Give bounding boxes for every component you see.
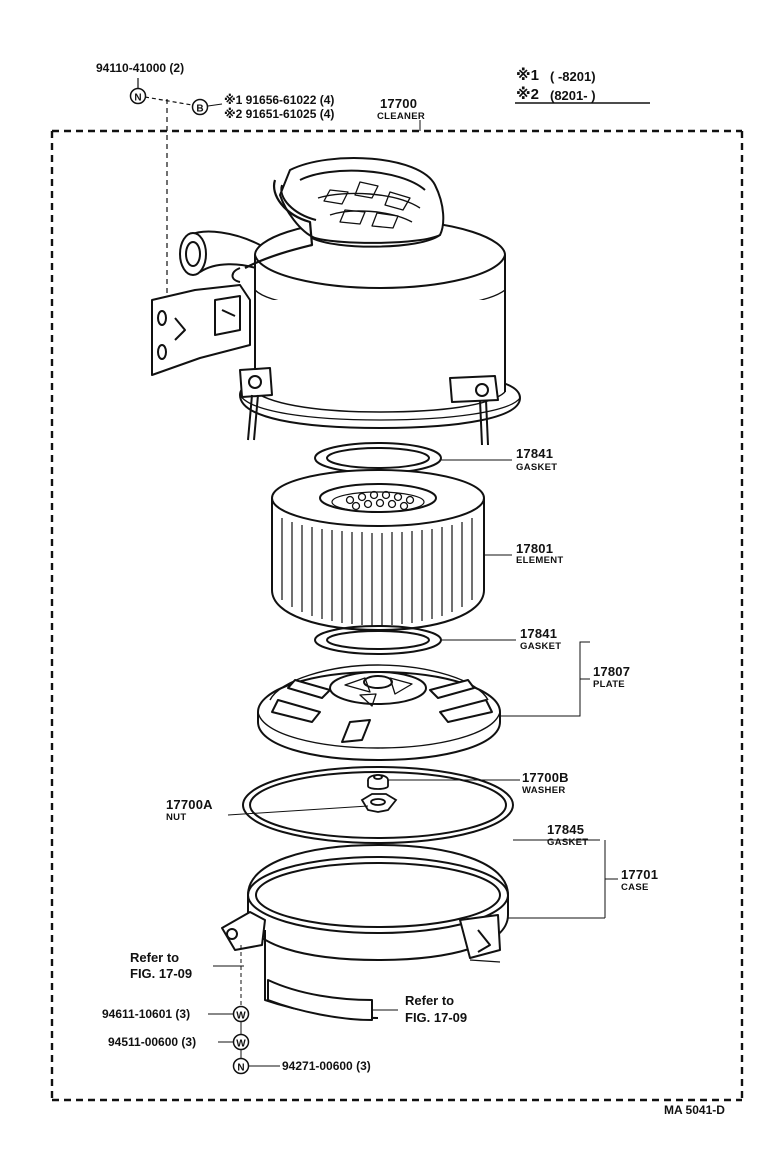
svg-text:W: W: [236, 1039, 246, 1050]
part-name-upper-gasket: GASKET: [516, 462, 558, 473]
assembly-name: CLEANER: [377, 111, 426, 122]
case-gasket-drawing: [242, 766, 514, 844]
part-name-lower-gasket: GASKET: [520, 641, 562, 652]
case-drawing: [221, 844, 509, 1021]
part-number-case-gasket: 17845: [547, 822, 585, 837]
figure-code: MA 5041-D: [664, 1103, 725, 1117]
refer-note-left-line2: FIG. 17-09: [130, 966, 193, 981]
part-number-case: 17701: [621, 867, 659, 882]
svg-text:W: W: [236, 1011, 246, 1022]
part-name-washer: WASHER: [522, 785, 566, 796]
washer-part-number-1: ※1 91656-61022 (4): [224, 93, 335, 107]
washer-symbol-icon: B: [191, 98, 209, 116]
part-name-case: CASE: [621, 882, 649, 893]
part-number-washer: 17700B: [522, 770, 569, 785]
nut-drawing: [360, 793, 398, 813]
washer-drawing: [367, 774, 389, 790]
part-name-element: ELEMENT: [516, 555, 564, 566]
refer-note-right-line1: Refer to: [405, 993, 455, 1008]
legend-row2-range: (8201- ): [550, 88, 596, 103]
refer-note-right-line2: FIG. 17-09: [405, 1010, 468, 1025]
cleaner-housing-drawing: [151, 157, 521, 446]
washer-w-icon-1: W: [232, 1005, 250, 1023]
legend-row1-range: ( -8201): [550, 69, 596, 84]
part-number-nut: 17700A: [166, 797, 213, 812]
bolt-symbol-icon: N: [129, 87, 147, 105]
bottom-part-number-3: 94271-00600 (3): [282, 1059, 371, 1073]
washer-w-icon-2: W: [232, 1033, 250, 1051]
bottom-part-number-1: 94611-10601 (3): [102, 1007, 191, 1021]
part-number-lower-gasket: 17841: [520, 626, 558, 641]
bottom-part-number-2: 94511-00600 (3): [108, 1035, 197, 1049]
part-name-nut: NUT: [166, 812, 187, 823]
legend-row2-mark: ※2: [516, 86, 539, 103]
part-number-upper-gasket: 17841: [516, 446, 554, 461]
svg-text:N: N: [237, 1063, 244, 1074]
bolt-part-number: 94110-41000 (2): [96, 61, 185, 75]
svg-text:B: B: [196, 104, 203, 115]
part-name-case-gasket: GASKET: [547, 837, 589, 848]
nut-n-icon: N: [232, 1057, 250, 1075]
svg-text:N: N: [134, 93, 141, 104]
part-number-element: 17801: [516, 541, 554, 556]
legend-row1-mark: ※1: [516, 67, 539, 84]
filter-element-drawing: [271, 469, 485, 632]
plate-drawing: [257, 664, 501, 761]
lower-gasket-drawing: [314, 625, 442, 655]
washer-part-number-2: ※2 91651-61025 (4): [224, 107, 335, 121]
part-number-plate: 17807: [593, 664, 631, 679]
assembly-number: 17700: [380, 96, 418, 111]
part-name-plate: PLATE: [593, 679, 625, 690]
upper-gasket-drawing: [314, 442, 442, 474]
refer-note-left-line1: Refer to: [130, 950, 180, 965]
